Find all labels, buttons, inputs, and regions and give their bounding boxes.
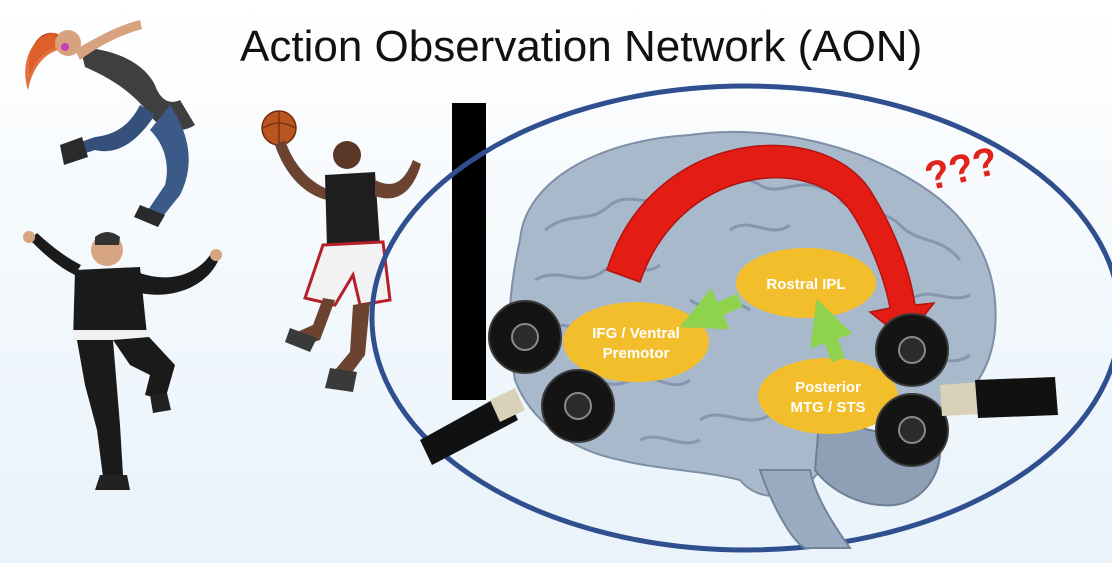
brainstem: [758, 469, 852, 549]
martial-artist-torso: [73, 267, 147, 340]
cerebellum: [813, 408, 941, 507]
player-head: [333, 141, 361, 169]
label-posterior-line1: Posterior: [795, 379, 861, 396]
network-ellipse: [369, 83, 1112, 553]
player-arm-up: [275, 140, 330, 200]
dancer-leg-left: [78, 105, 155, 155]
arrow-sts-to-ipl: [810, 298, 853, 363]
tms-coil-left-icon: [420, 300, 615, 465]
slide-title: Action Observation Network (AON): [240, 22, 923, 71]
dancer-leg-right: [148, 105, 189, 220]
label-posterior-line2: MTG / STS: [791, 399, 866, 416]
node-posterior-mtg-sts: [758, 358, 898, 434]
dancer-head: [55, 30, 81, 56]
node-ifg-ventral-premotor: [563, 302, 709, 382]
player-shorts: [303, 240, 392, 307]
dancer-torso: [80, 47, 195, 131]
label-ifg-line2: Premotor: [603, 345, 670, 362]
player-jersey: [325, 172, 380, 248]
kung-fu-figure-icon: [23, 231, 222, 490]
label-rostral-ipl: Rostral IPL: [766, 276, 845, 293]
loop-arrow: [606, 144, 936, 342]
dancer-figure-icon: [25, 20, 195, 227]
tms-coil-right-icon: [875, 313, 1058, 467]
label-ifg-line1: IFG / Ventral: [592, 325, 680, 342]
arrow-ipl-to-ifg: [679, 288, 743, 330]
basketball-player-figure-icon: [261, 110, 421, 392]
